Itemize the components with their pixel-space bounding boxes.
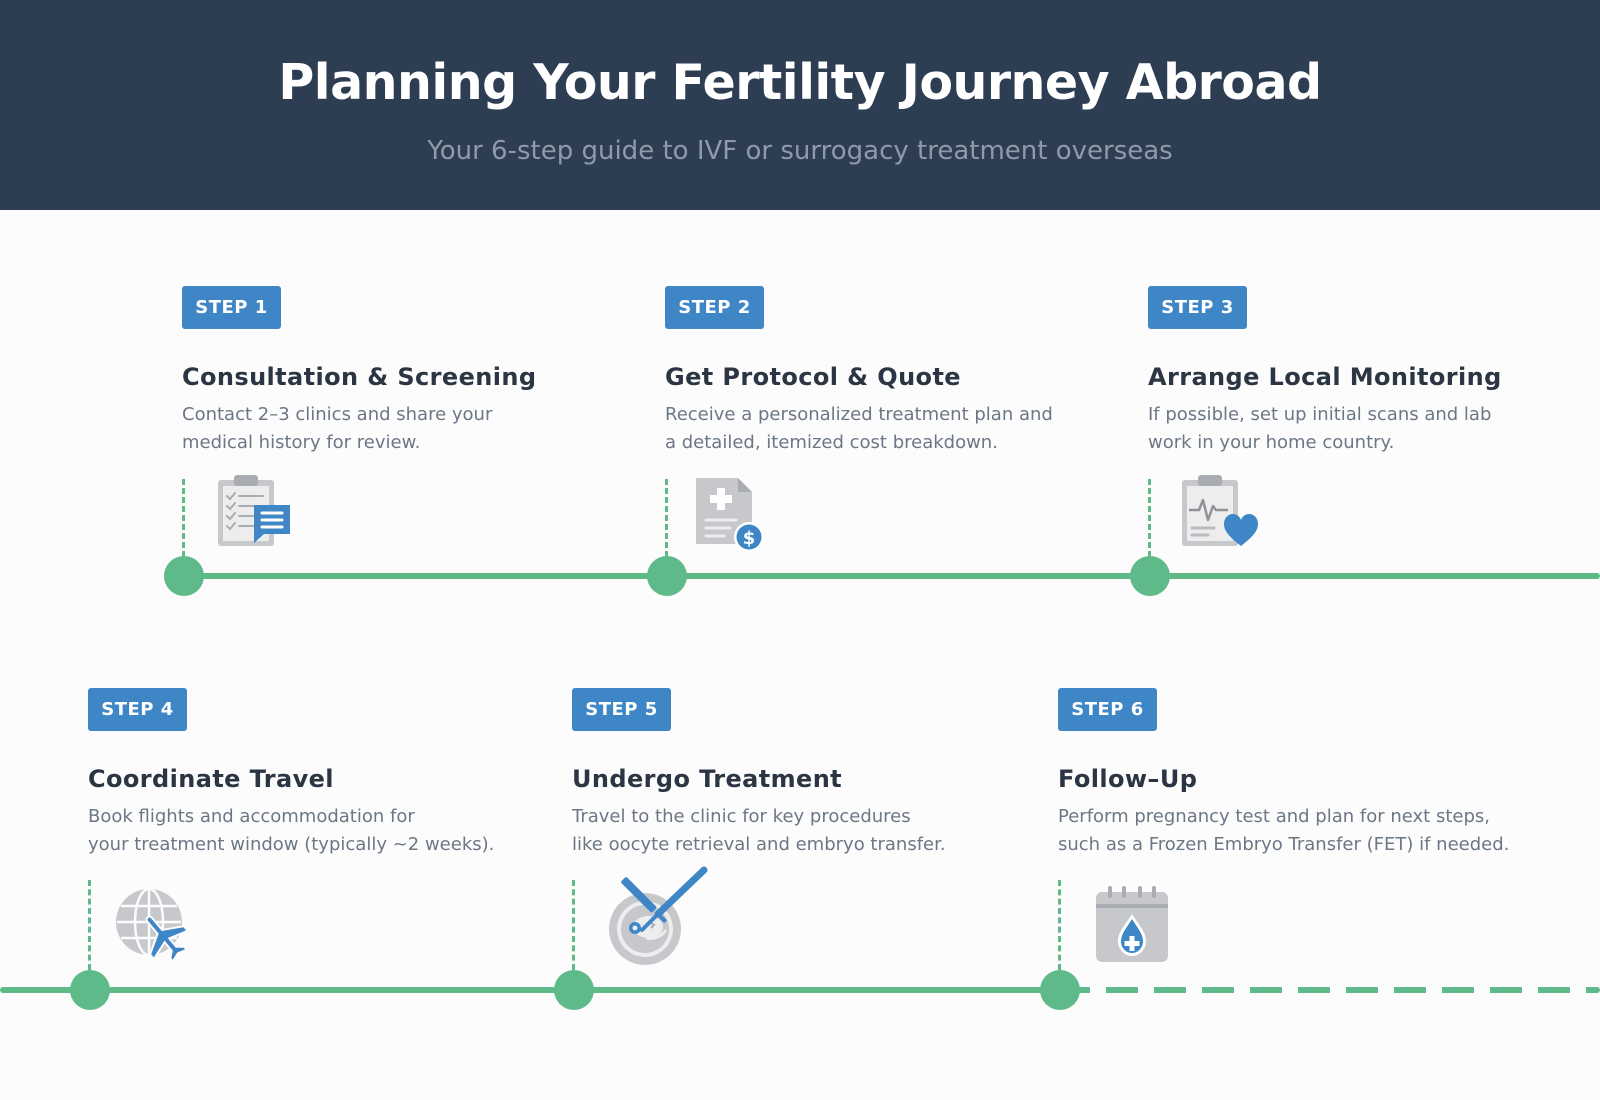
timeline-line-row2: [0, 987, 1058, 993]
timeline-line-row1: [180, 573, 1600, 579]
step-description: Perform pregnancy test and plan for next…: [1058, 806, 1510, 855]
clipboard-chat-icon: [218, 475, 290, 546]
step-badge: STEP 6: [1058, 688, 1157, 731]
step-title: Get Protocol & Quote: [665, 363, 961, 391]
step-badge: STEP 1: [182, 286, 281, 329]
header-banner: Planning Your Fertility Journey Abroad Y…: [0, 0, 1600, 210]
timeline-node: [554, 970, 594, 1010]
timeline-connector: [182, 479, 185, 557]
step-description: Travel to the clinic for key procedures …: [572, 806, 946, 855]
timeline-connector: [665, 479, 668, 557]
timeline-connector: [1058, 880, 1061, 970]
page-subtitle: Your 6-step guide to IVF or surrogacy tr…: [427, 136, 1173, 166]
step-title: Undergo Treatment: [572, 765, 843, 793]
step-description: Book flights and accommodation for your …: [88, 806, 495, 855]
globe-airplane-icon: [116, 887, 190, 962]
step-badge: STEP 2: [665, 286, 764, 329]
step-title: Consultation & Screening: [182, 363, 537, 391]
step-title: Follow–Up: [1058, 765, 1198, 793]
petri-dish-pipette-icon: [609, 866, 708, 965]
step-description: If possible, set up initial scans and la…: [1148, 404, 1492, 453]
step-badge: STEP 4: [88, 688, 187, 731]
step-description: Receive a personalized treatment plan an…: [665, 404, 1053, 453]
timeline-connector: [1148, 479, 1151, 557]
timeline-connector: [572, 880, 575, 970]
step-badge: STEP 3: [1148, 286, 1247, 329]
timeline-node: [647, 556, 687, 596]
step-description: Contact 2–3 clinics and share your medic…: [182, 404, 493, 453]
step-title: Coordinate Travel: [88, 765, 334, 793]
step-title: Arrange Local Monitoring: [1148, 363, 1502, 391]
timeline-node: [1040, 970, 1080, 1010]
svg-text:$: $: [743, 528, 756, 549]
timeline-node: [164, 556, 204, 596]
step-badge: STEP 5: [572, 688, 671, 731]
timeline-node: [1130, 556, 1170, 596]
medical-document-dollar-icon: $: [696, 478, 764, 552]
timeline-connector: [88, 880, 91, 970]
page-title: Planning Your Fertility Journey Abroad: [278, 54, 1322, 111]
timeline-line-future: [1058, 987, 1600, 993]
timeline-node: [70, 970, 110, 1010]
calendar-drop-icon: [1096, 886, 1168, 962]
clipboard-heartbeat-heart-icon: [1182, 475, 1258, 546]
